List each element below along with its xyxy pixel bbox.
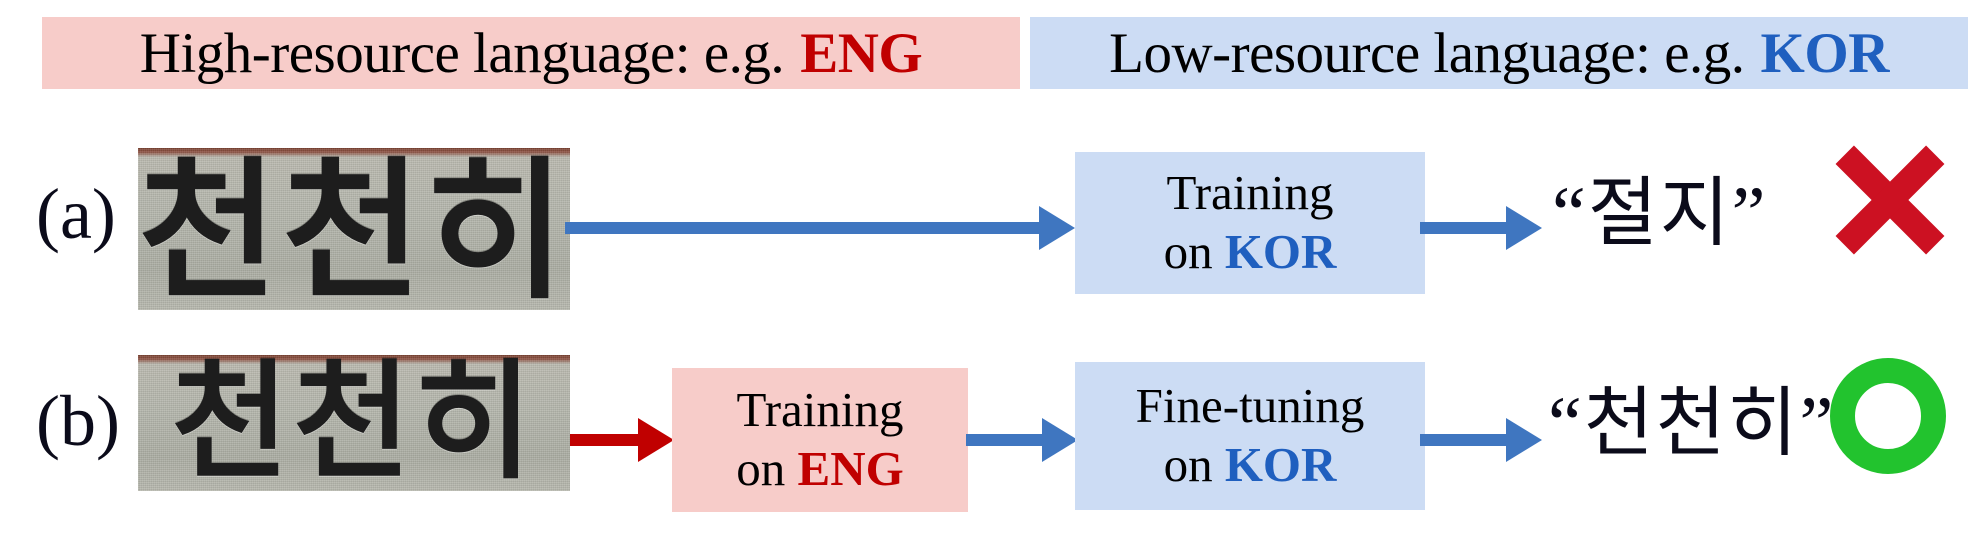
arrow-b-training-to-finetuning bbox=[966, 417, 1078, 463]
box-training-on-eng: Training on ENG bbox=[672, 368, 968, 512]
box-training-on-kor-line2-prefix: on bbox=[1163, 224, 1225, 279]
banner-low-resource-language: Low-resource language: e.g. KOR bbox=[1030, 17, 1968, 89]
sign-photo-b-texture bbox=[138, 355, 570, 491]
box-training-on-eng-line2-highlight: ENG bbox=[797, 441, 904, 496]
banner-low-resource-highlight: KOR bbox=[1760, 21, 1890, 85]
arrow-head bbox=[1042, 418, 1078, 462]
sign-photo-b-background bbox=[138, 355, 570, 491]
sign-photo-a: 천천히 bbox=[138, 148, 570, 310]
box-finetuning-on-kor-line2-highlight: KOR bbox=[1224, 437, 1337, 492]
box-training-on-kor-line2-highlight: KOR bbox=[1224, 224, 1337, 279]
box-training-on-kor-line1: Training bbox=[1166, 165, 1334, 221]
arrow-shaft bbox=[966, 434, 1044, 446]
box-training-on-kor-line2: on KOR bbox=[1164, 224, 1337, 281]
box-finetuning-on-kor-line2: on KOR bbox=[1164, 437, 1337, 494]
sign-photo-a-texture bbox=[138, 148, 570, 310]
row-label-a: (a) bbox=[36, 174, 116, 254]
sign-photo-a-background bbox=[138, 148, 570, 310]
arrow-shaft bbox=[1420, 434, 1508, 446]
arrow-shaft bbox=[565, 222, 1041, 234]
arrow-head bbox=[1039, 206, 1075, 250]
banner-high-resource-highlight: ENG bbox=[800, 21, 923, 85]
box-finetuning-on-kor: Fine-tuning on KOR bbox=[1075, 362, 1425, 510]
output-prediction-a: “절지” bbox=[1552, 172, 1768, 256]
box-training-on-eng-line2: on ENG bbox=[736, 441, 903, 498]
arrow-head bbox=[638, 418, 674, 462]
banner-low-resource-text: Low-resource language: e.g. bbox=[1109, 21, 1745, 85]
output-prediction-b: “천천히” bbox=[1548, 382, 1836, 466]
arrow-a-image-to-training bbox=[565, 205, 1075, 251]
arrow-b-finetuning-to-output bbox=[1420, 417, 1542, 463]
arrow-head bbox=[1506, 418, 1542, 462]
sign-photo-b-text: 천천히 bbox=[171, 355, 537, 491]
box-training-on-eng-line2-prefix: on bbox=[736, 441, 798, 496]
box-training-on-kor: Training on KOR bbox=[1075, 152, 1425, 294]
circle-ring bbox=[1830, 358, 1946, 474]
box-finetuning-on-kor-line2-prefix: on bbox=[1163, 437, 1225, 492]
sign-photo-a-text: 천천히 bbox=[138, 148, 570, 310]
row-label-b: (b) bbox=[36, 381, 120, 461]
arrow-a-training-to-output bbox=[1420, 205, 1542, 251]
cross-mark-icon bbox=[1835, 145, 1945, 255]
box-finetuning-on-kor-line1: Fine-tuning bbox=[1135, 378, 1365, 434]
banner-high-resource-language: High-resource language: e.g. ENG bbox=[42, 17, 1020, 89]
arrow-b-image-to-training-eng bbox=[570, 417, 674, 463]
box-training-on-eng-line1: Training bbox=[736, 382, 904, 438]
circle-mark-icon bbox=[1830, 358, 1946, 474]
arrow-head bbox=[1506, 206, 1542, 250]
sign-photo-b: 천천히 bbox=[138, 355, 570, 491]
banner-high-resource-text: High-resource language: e.g. bbox=[139, 21, 785, 85]
arrow-shaft bbox=[1420, 222, 1508, 234]
arrow-shaft bbox=[570, 434, 640, 446]
